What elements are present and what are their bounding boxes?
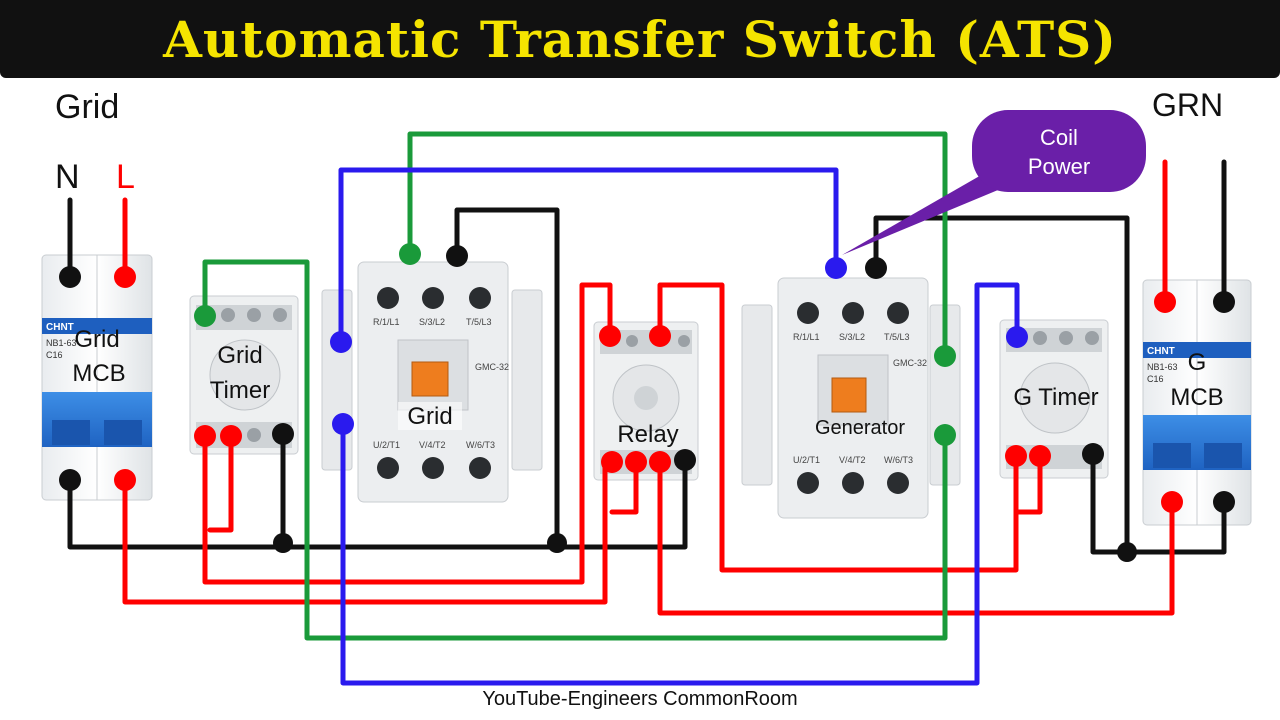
title-bar: Automatic Transfer Switch (ATS): [0, 0, 1280, 78]
generator-contactor-term-4: V/4/T2: [839, 455, 866, 465]
grid-contactor-model: GMC-32: [475, 362, 509, 372]
g-mcb: CHNT NB1-63 C16: [1142, 279, 1252, 526]
green-wires: [202, 131, 948, 641]
generator-contactor-term-5: T/5/L3: [884, 332, 910, 342]
g-mcb-label-bottom: MCB: [1170, 384, 1223, 411]
grid-mcb-model: NB1-63: [46, 338, 77, 348]
grid-contactor: R/1/L1 S/3/L2 T/5/L3 U/2/T1 V/4/T2 W/6/T…: [321, 261, 543, 503]
generator-contactor-model: GMC-32: [893, 358, 927, 368]
terminal-dots: [59, 243, 1235, 562]
coil-wires: [338, 167, 1020, 686]
line-wires: [122, 159, 1175, 616]
footer-credit: YouTube-Engineers CommonRoom: [482, 688, 798, 710]
grid-contactor-label: Grid: [407, 403, 452, 430]
grid-mcb-rating: C16: [46, 350, 63, 360]
grid-mcb-label-top: Grid: [74, 326, 119, 353]
generator-contactor: R/1/L1 S/3/L2 T/5/L3 U/2/T1 V/4/T2 W/6/T…: [741, 277, 961, 519]
labels: Grid N L GRN Grid MCB Grid Timer Grid Re…: [55, 87, 1224, 448]
g-timer-label: G Timer: [1013, 384, 1098, 411]
grid-mcb-label-bottom: MCB: [72, 360, 125, 387]
g-mcb-brand: CHNT: [1147, 346, 1175, 357]
g-mcb-label-top: G: [1188, 349, 1207, 376]
grid-timer-label-top: Grid: [217, 342, 262, 369]
grid-timer-label-bottom: Timer: [210, 377, 270, 404]
grid-contactor-term-3: S/3/L2: [419, 317, 445, 327]
generator-contactor-label: Generator: [815, 417, 905, 439]
grid-contactor-term-1: R/1/L1: [373, 317, 400, 327]
grid-contactor-term-5: T/5/L3: [466, 317, 492, 327]
generator-contactor-term-6: W/6/T3: [884, 455, 913, 465]
neutral-wires: [67, 159, 1227, 555]
callout-line-2: Power: [1028, 154, 1090, 179]
generator-contactor-term-3: S/3/L2: [839, 332, 865, 342]
grid-mcb-brand: CHNT: [46, 322, 74, 333]
g-mcb-model: NB1-63: [1147, 362, 1178, 372]
line-label: L: [116, 158, 135, 196]
grid-contactor-term-2: U/2/T1: [373, 440, 400, 450]
grid-mcb: CHNT NB1-63 C16: [41, 254, 153, 501]
grid-source-label: Grid: [55, 88, 119, 126]
coil-power-callout: Coil Power: [842, 110, 1146, 255]
grid-contactor-term-6: W/6/T3: [466, 440, 495, 450]
generator-contactor-term-2: U/2/T1: [793, 455, 820, 465]
grid-contactor-term-4: V/4/T2: [419, 440, 446, 450]
generator-source-label: GRN: [1152, 87, 1223, 123]
generator-contactor-term-1: R/1/L1: [793, 332, 820, 342]
g-mcb-rating: C16: [1147, 374, 1164, 384]
neutral-label: N: [55, 158, 80, 196]
callout-line-1: Coil: [1040, 125, 1078, 150]
relay-label: Relay: [617, 421, 678, 448]
page-title: Automatic Transfer Switch (ATS): [163, 9, 1117, 69]
